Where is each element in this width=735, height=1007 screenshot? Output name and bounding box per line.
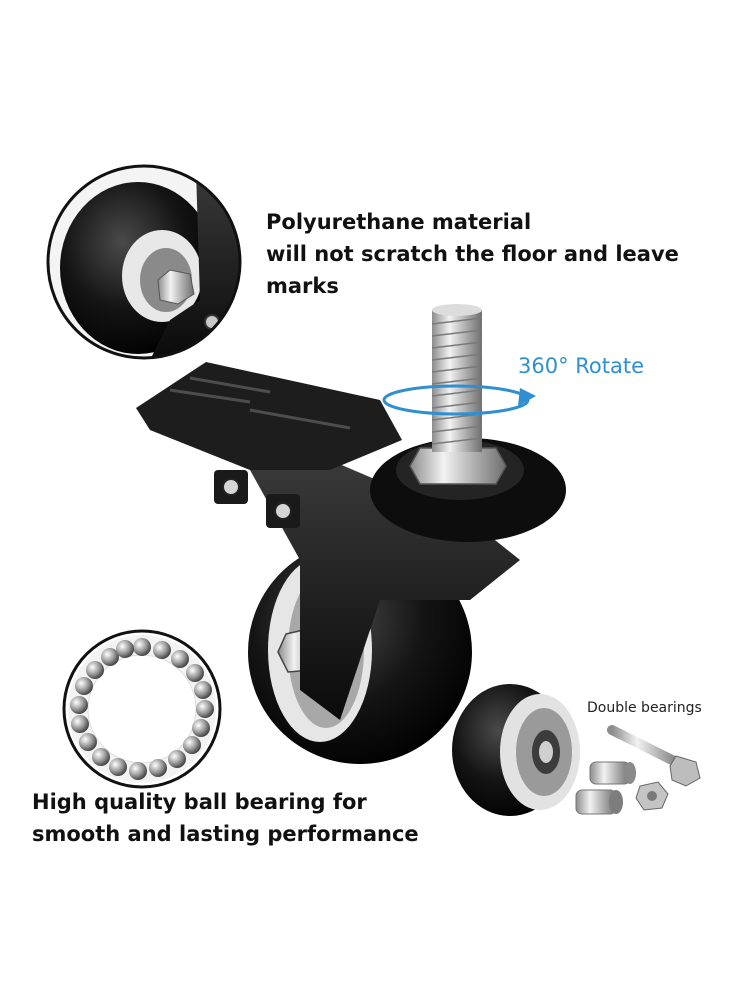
- floor-caption-line-2: will not scratch the floor and leave mar…: [266, 242, 679, 298]
- wheel-detail-inset: [46, 164, 242, 360]
- caster-wheel: [136, 304, 566, 764]
- bearing-hardware: [575, 725, 701, 815]
- disassembled-wheel: [452, 684, 580, 816]
- double-bearings-label: Double bearings: [587, 700, 702, 716]
- bearing-caption-line-1: High quality ball bearing for: [32, 790, 367, 814]
- ball-bearing-caption: High quality ball bearing for smooth and…: [32, 786, 419, 850]
- rotation-arrow-icon: [382, 384, 536, 416]
- bearing-balls: [70, 638, 214, 780]
- floor-caption-line-1: Polyurethane material: [266, 210, 532, 234]
- bearing-caption-line-2: smooth and lasting performance: [32, 822, 419, 846]
- ball-bearing-inset: [62, 629, 222, 789]
- rotate-label: 360° Rotate: [518, 354, 645, 378]
- floor-protection-caption: Polyurethane material will not scratch t…: [266, 206, 735, 302]
